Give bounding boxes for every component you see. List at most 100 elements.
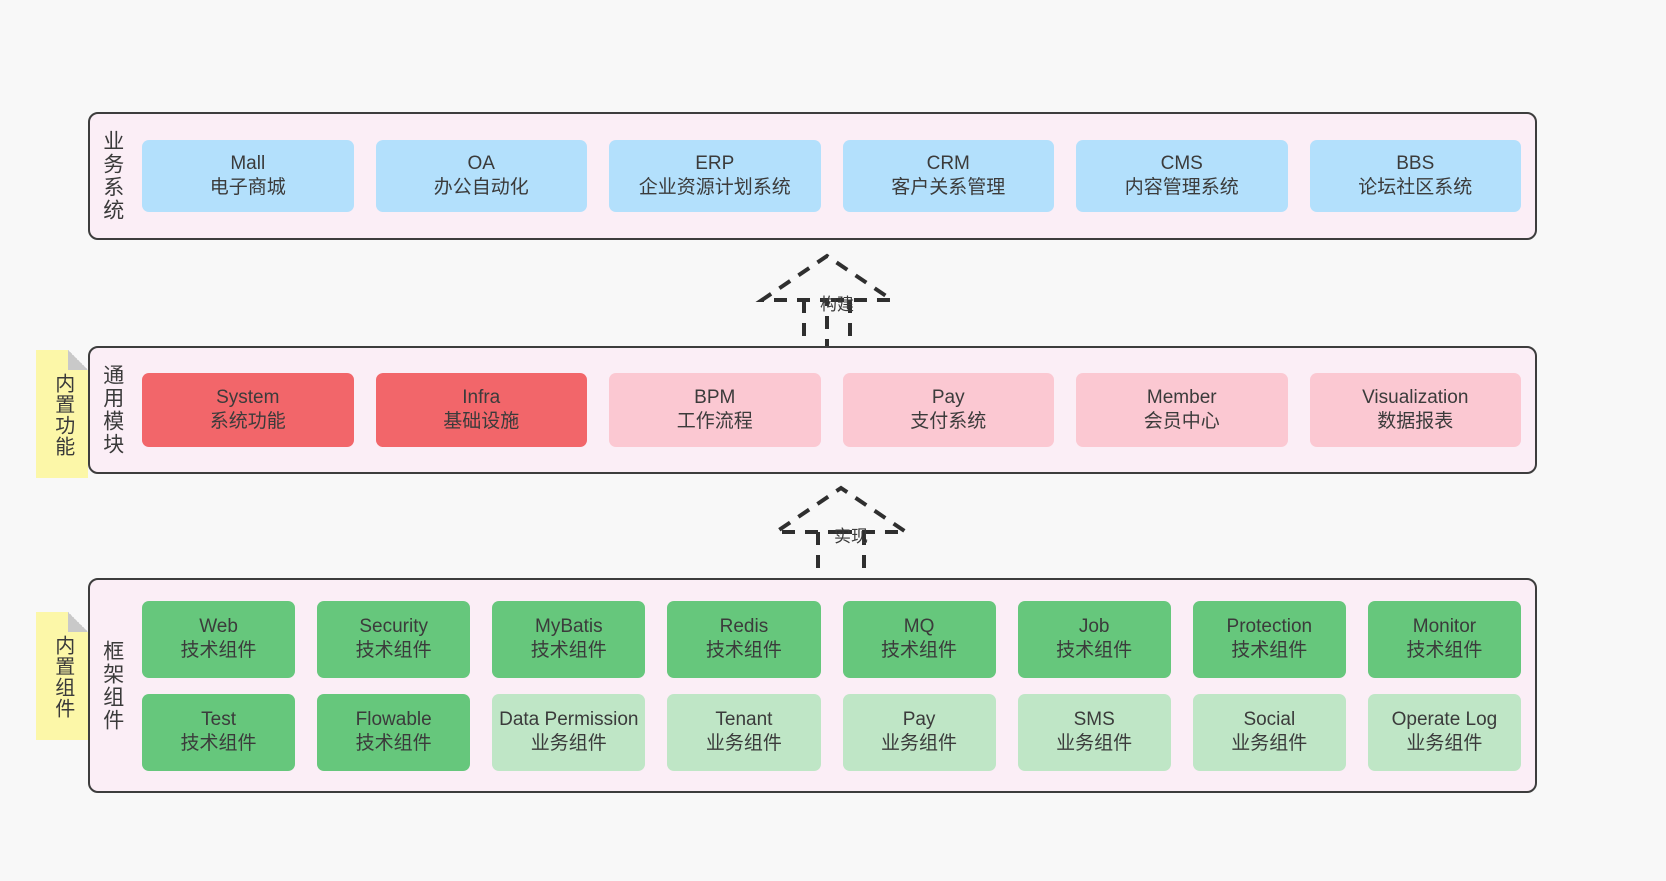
layer-business-systems-body: Mall 电子商城 OA 办公自动化 ERP 企业资源计划系统 CRM 客户关系… (134, 114, 1535, 238)
layer-business-systems: 业务系统 Mall 电子商城 OA 办公自动化 ERP 企业资源计划系统 CRM… (88, 112, 1537, 240)
layer-framework-components-title: 框架组件 (100, 639, 124, 732)
card-pay-module-name: Pay (931, 387, 965, 409)
card-protection[interactable]: Protection 技术组件 (1192, 600, 1346, 678)
card-oa-desc: 办公自动化 (433, 177, 529, 198)
card-pay-module-desc: 支付系统 (910, 411, 987, 432)
card-web-desc: 技术组件 (180, 640, 257, 661)
card-pay-component-desc: 业务组件 (881, 733, 958, 754)
card-cms-desc: 内容管理系统 (1124, 177, 1239, 198)
card-infra-name: Infra (462, 387, 501, 409)
card-data-permission-desc: 业务组件 (530, 733, 607, 754)
card-mq-name: MQ (903, 616, 935, 638)
card-redis-name: Redis (719, 616, 769, 638)
card-member[interactable]: Member 会员中心 (1076, 373, 1288, 447)
card-web[interactable]: Web 技术组件 (142, 600, 296, 678)
framework-components-row-1: Web 技术组件 Security 技术组件 MyBatis 技术组件 Redi… (142, 600, 1521, 678)
card-erp-name: ERP (695, 153, 735, 175)
card-security[interactable]: Security 技术组件 (317, 600, 471, 678)
card-mall-name: Mall (230, 153, 266, 175)
card-operate-log[interactable]: Operate Log 业务组件 (1367, 693, 1521, 771)
card-visualization-name: Visualization (1362, 387, 1469, 409)
card-sms[interactable]: SMS 业务组件 (1017, 693, 1171, 771)
note-builtin-components: 内置组件 (36, 612, 88, 740)
card-test-name: Test (201, 709, 236, 731)
card-sms-name: SMS (1073, 709, 1115, 731)
card-oa[interactable]: OA 办公自动化 (375, 140, 587, 212)
card-flowable-desc: 技术组件 (355, 733, 432, 754)
card-oa-name: OA (467, 153, 495, 175)
card-redis[interactable]: Redis 技术组件 (667, 600, 821, 678)
card-visualization[interactable]: Visualization 数据报表 (1309, 373, 1521, 447)
card-mybatis-desc: 技术组件 (530, 640, 607, 661)
card-crm[interactable]: CRM 客户关系管理 (842, 140, 1054, 212)
card-mq-desc: 技术组件 (881, 640, 958, 661)
card-cms[interactable]: CMS 内容管理系统 (1076, 140, 1288, 212)
card-test[interactable]: Test 技术组件 (142, 693, 296, 771)
card-mybatis-name: MyBatis (535, 616, 603, 638)
card-system[interactable]: System 系统功能 (142, 373, 354, 447)
card-sms-desc: 业务组件 (1056, 733, 1133, 754)
card-web-name: Web (199, 616, 238, 638)
framework-components-row-2: Test 技术组件 Flowable 技术组件 Data Permission … (142, 693, 1521, 771)
card-bbs-desc: 论坛社区系统 (1358, 177, 1473, 198)
card-mq[interactable]: MQ 技术组件 (842, 600, 996, 678)
card-crm-desc: 客户关系管理 (891, 177, 1006, 198)
card-job-desc: 技术组件 (1056, 640, 1133, 661)
card-pay-component[interactable]: Pay 业务组件 (842, 693, 996, 771)
layer-framework-components-body: Web 技术组件 Security 技术组件 MyBatis 技术组件 Redi… (134, 580, 1535, 791)
card-social[interactable]: Social 业务组件 (1192, 693, 1346, 771)
connector-implement-label: 实现 (834, 527, 868, 546)
card-pay-module[interactable]: Pay 支付系统 (842, 373, 1054, 447)
connector-build-label: 构建 (820, 295, 854, 314)
layer-common-modules: 通用模块 System 系统功能 Infra 基础设施 BPM 工作流程 Pay… (88, 346, 1537, 474)
card-tenant[interactable]: Tenant 业务组件 (667, 693, 821, 771)
card-operate-log-desc: 业务组件 (1406, 733, 1483, 754)
card-visualization-desc: 数据报表 (1377, 411, 1454, 432)
card-data-permission-name: Data Permission (499, 709, 639, 731)
note-builtin-features-text: 内置功能 (51, 373, 74, 457)
note-builtin-components-text: 内置组件 (51, 635, 74, 719)
card-monitor-desc: 技术组件 (1406, 640, 1483, 661)
card-bpm-name: BPM (694, 387, 736, 409)
card-flowable[interactable]: Flowable 技术组件 (317, 693, 471, 771)
note-builtin-features: 内置功能 (36, 350, 88, 478)
card-protection-name: Protection (1226, 616, 1313, 638)
card-mall[interactable]: Mall 电子商城 (142, 140, 354, 212)
connector-build-arrow: 构建 (742, 252, 942, 362)
card-job-name: Job (1078, 616, 1110, 638)
card-social-name: Social (1243, 709, 1296, 731)
card-bbs[interactable]: BBS 论坛社区系统 (1309, 140, 1521, 212)
card-operate-log-name: Operate Log (1391, 709, 1498, 731)
card-infra[interactable]: Infra 基础设施 (375, 373, 587, 447)
card-mybatis[interactable]: MyBatis 技术组件 (492, 600, 646, 678)
card-security-desc: 技术组件 (355, 640, 432, 661)
layer-common-modules-title: 通用模块 (100, 364, 124, 456)
card-flowable-name: Flowable (355, 709, 432, 731)
card-bpm[interactable]: BPM 工作流程 (609, 373, 821, 447)
common-modules-row: System 系统功能 Infra 基础设施 BPM 工作流程 Pay 支付系统… (142, 373, 1521, 447)
card-data-permission[interactable]: Data Permission 业务组件 (492, 693, 646, 771)
layer-common-modules-body: System 系统功能 Infra 基础设施 BPM 工作流程 Pay 支付系统… (134, 348, 1535, 472)
card-member-name: Member (1146, 387, 1217, 409)
card-redis-desc: 技术组件 (705, 640, 782, 661)
card-bbs-name: BBS (1396, 153, 1435, 175)
card-job[interactable]: Job 技术组件 (1017, 600, 1171, 678)
card-erp[interactable]: ERP 企业资源计划系统 (609, 140, 821, 212)
card-tenant-desc: 业务组件 (705, 733, 782, 754)
card-member-desc: 会员中心 (1143, 411, 1220, 432)
card-monitor[interactable]: Monitor 技术组件 (1367, 600, 1521, 678)
card-social-desc: 业务组件 (1231, 733, 1308, 754)
card-crm-name: CRM (926, 153, 970, 175)
business-systems-row: Mall 电子商城 OA 办公自动化 ERP 企业资源计划系统 CRM 客户关系… (142, 140, 1521, 212)
card-mall-desc: 电子商城 (209, 177, 286, 198)
card-tenant-name: Tenant (715, 709, 773, 731)
card-security-name: Security (359, 616, 428, 638)
card-erp-desc: 企业资源计划系统 (638, 177, 791, 198)
card-bpm-desc: 工作流程 (676, 411, 753, 432)
card-cms-name: CMS (1160, 153, 1203, 175)
card-system-name: System (216, 387, 280, 409)
card-infra-desc: 基础设施 (443, 411, 520, 432)
card-protection-desc: 技术组件 (1231, 640, 1308, 661)
card-monitor-name: Monitor (1412, 616, 1477, 638)
layer-framework-components: 框架组件 Web 技术组件 Security 技术组件 MyBatis 技术组件… (88, 578, 1537, 793)
